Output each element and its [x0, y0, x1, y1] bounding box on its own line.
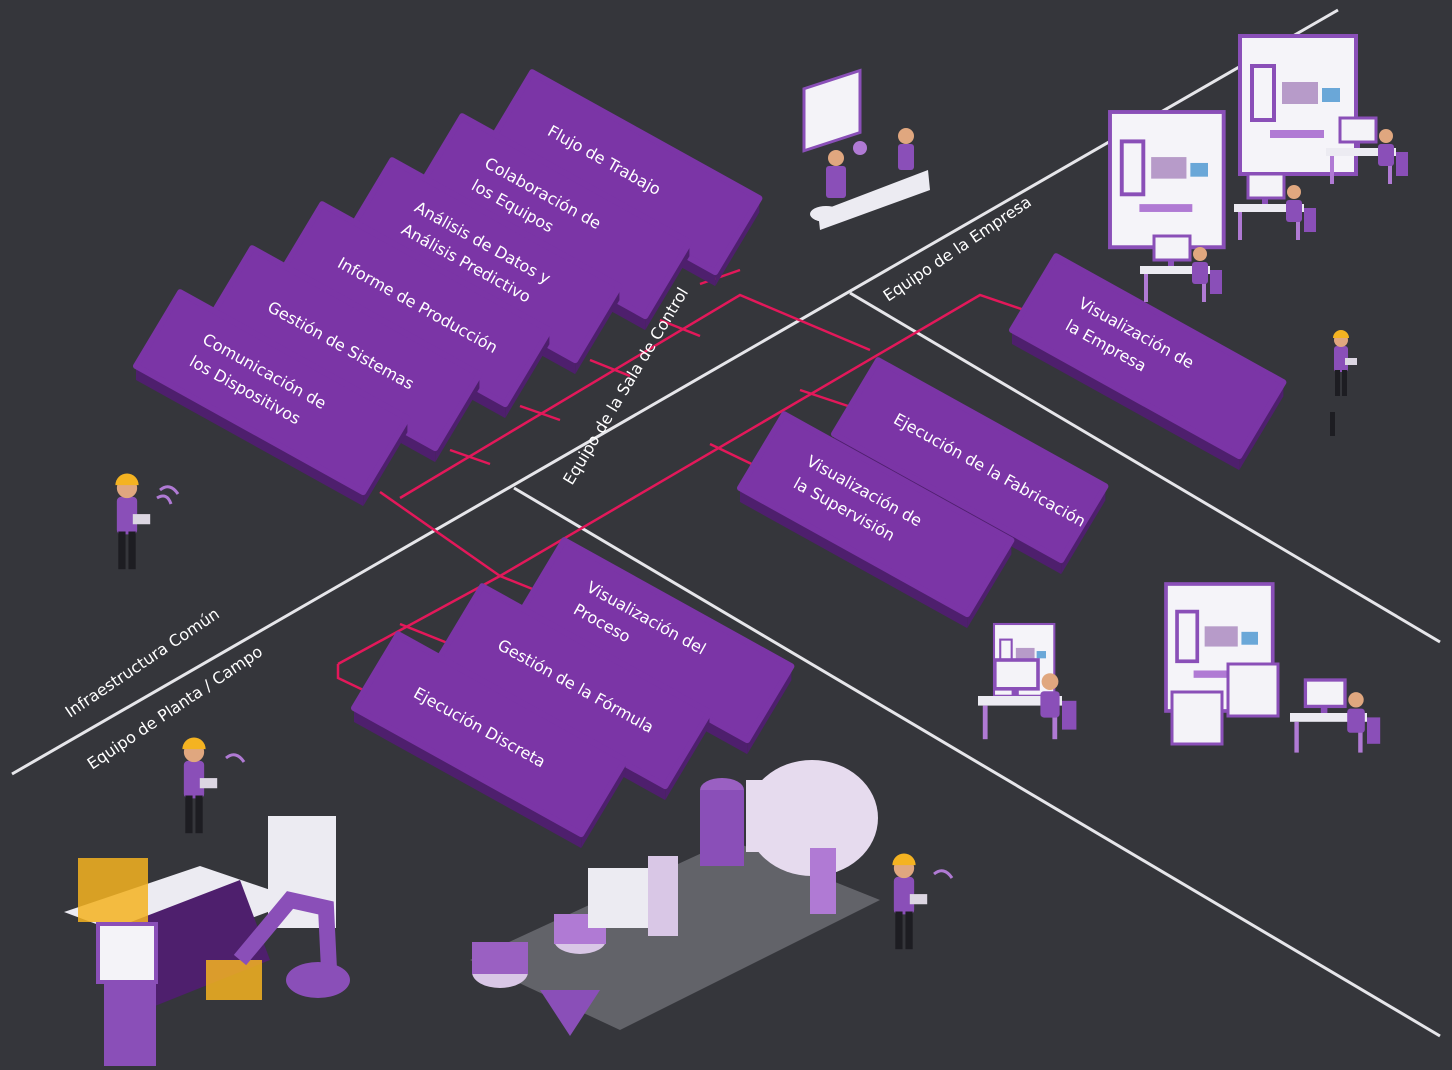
- connector-line: [449, 448, 491, 466]
- module-side: [740, 488, 968, 629]
- module-top: [831, 357, 1109, 564]
- module-discrete-execution: Ejecución Discreta: [351, 631, 629, 849]
- illustrations: [64, 34, 1410, 1066]
- control-room-displays-icon: [1164, 582, 1382, 755]
- module-top: [133, 289, 411, 496]
- tablet-user-icon: [1330, 330, 1357, 436]
- connector-line: [519, 404, 561, 422]
- connector-line: [399, 622, 451, 646]
- module-side: [354, 708, 582, 849]
- zone-label-enterprise: Equipo de la Empresa: [880, 192, 1035, 305]
- module-top: [351, 631, 629, 838]
- field-worker-icon: [115, 473, 954, 950]
- module-top: [1009, 253, 1287, 460]
- connector-line: [379, 490, 501, 578]
- process-plant-icon: [470, 760, 880, 1036]
- connector-line: [337, 574, 501, 666]
- connector-line: [589, 358, 631, 378]
- zone-label-plant: Equipo de Planta / Campo: [84, 642, 266, 774]
- control-room-desk-icon: [976, 622, 1079, 742]
- connector-line: [659, 318, 701, 338]
- connector-line: [399, 293, 871, 500]
- meeting-table-icon: [802, 68, 930, 230]
- grid-line-enterprise: [849, 291, 1441, 644]
- zone-label-common: Infraestructura Común: [62, 604, 223, 721]
- packaging-line-icon: [64, 816, 350, 1066]
- grid-line-control: [513, 486, 1441, 1038]
- module-top: [737, 411, 1015, 618]
- module-side: [136, 366, 364, 507]
- connector-line: [499, 293, 1031, 578]
- module-side: [1012, 330, 1240, 471]
- enterprise-workstations-icon: [1108, 34, 1410, 304]
